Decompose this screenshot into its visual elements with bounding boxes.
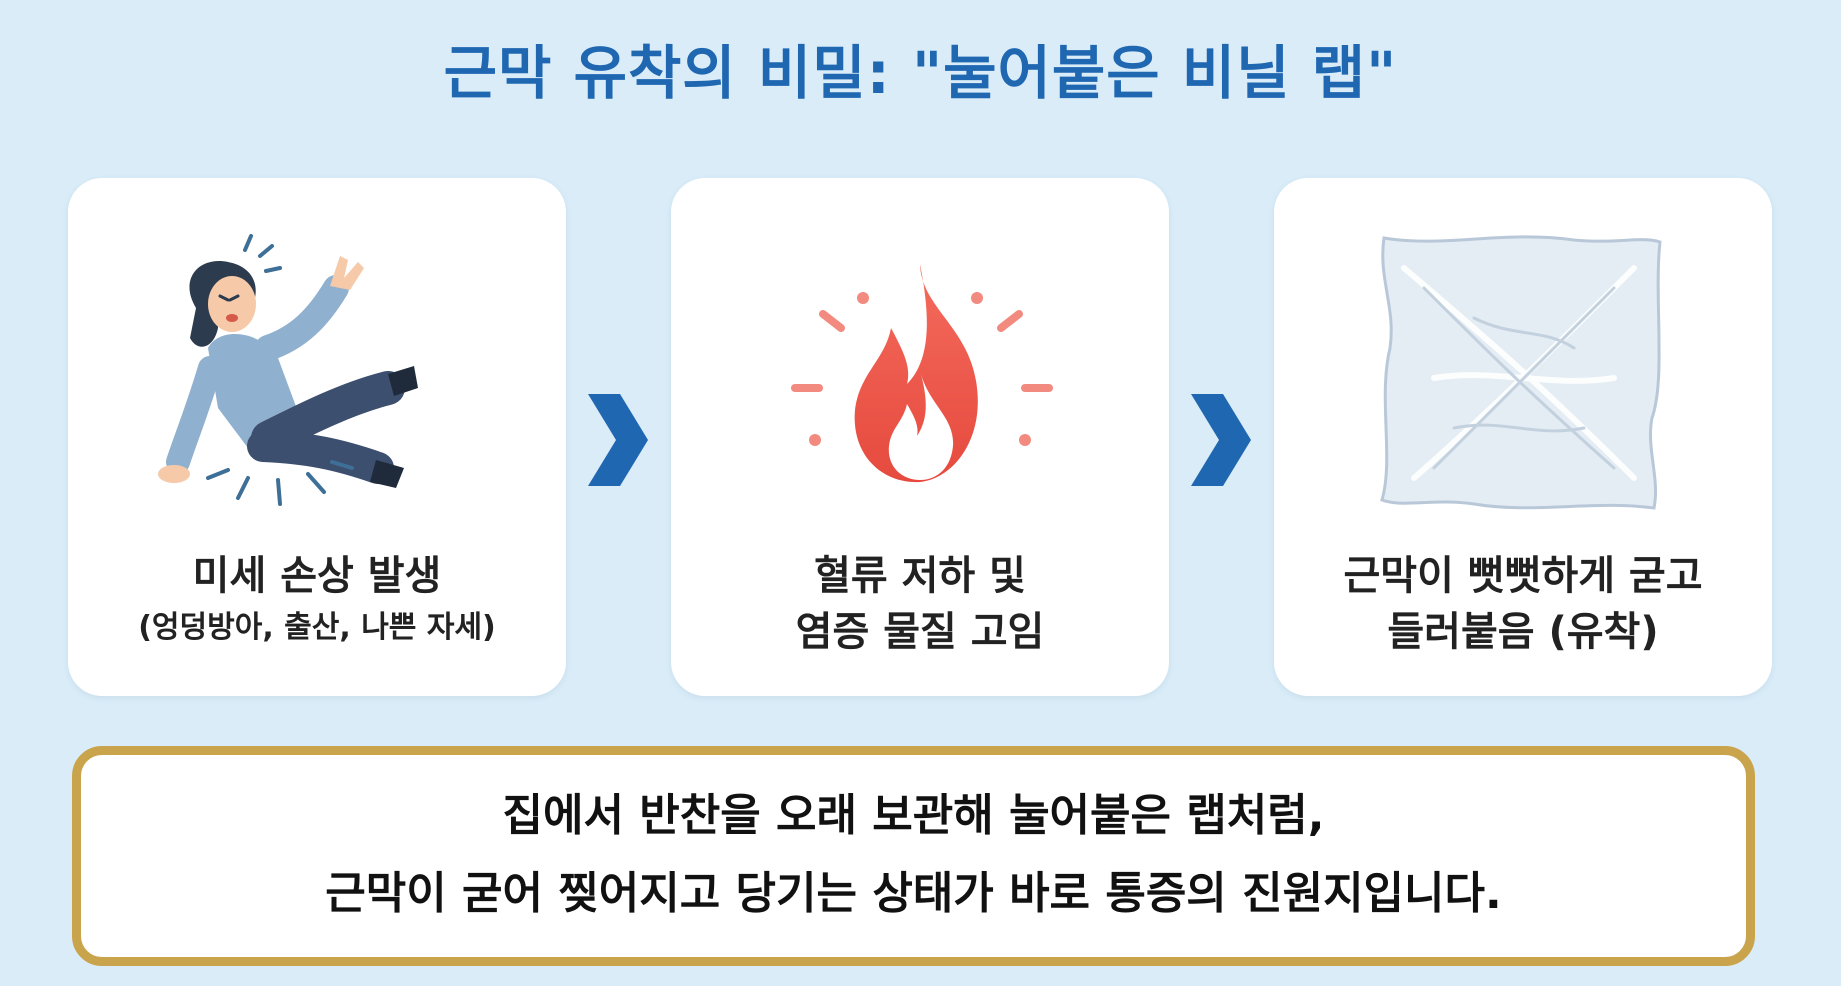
summary-line-2: 근막이 굳어 찢어지고 당기는 상태가 바로 통증의 진원지입니다.: [325, 868, 1502, 919]
chevron-right-icon: [588, 394, 648, 486]
step-subtitle: (엉덩방아, 출산, 나쁜 자세): [138, 610, 496, 645]
chevron-right-icon: [1191, 394, 1251, 486]
step-card-adhesion: 근막이 뻣뻣하게 굳고 들러붙음 (유착): [1274, 178, 1772, 696]
plastic-wrap-icon: [1380, 235, 1662, 510]
step-caption: 혈류 저하 및 염증 물질 고임: [671, 548, 1169, 660]
step-title: 미세 손상 발생: [192, 553, 442, 599]
summary-line-1: 집에서 반찬을 오래 보관해 눌어붙은 랩처럼,: [502, 790, 1325, 841]
person-falling-icon: [158, 234, 418, 506]
summary-banner: 집에서 반찬을 오래 보관해 눌어붙은 랩처럼, 근막이 굳어 찢어지고 당기는…: [72, 746, 1755, 966]
step-subtitle: 염증 물질 고임: [795, 609, 1045, 655]
fire-icon: [791, 264, 1053, 483]
step-caption: 근막이 뻣뻣하게 굳고 들러붙음 (유착): [1274, 548, 1772, 660]
step-title: 근막이 뻣뻣하게 굳고: [1343, 553, 1703, 599]
step-card-injury: 미세 손상 발생 (엉덩방아, 출산, 나쁜 자세): [68, 178, 566, 696]
page-title: 근막 유착의 비밀: "눌어붙은 비닐 랩": [443, 39, 1398, 107]
step-title: 혈류 저하 및: [814, 553, 1026, 599]
step-card-inflammation: 혈류 저하 및 염증 물질 고임: [671, 178, 1169, 696]
step-subtitle: 들러붙음 (유착): [1387, 609, 1659, 655]
step-caption: 미세 손상 발생 (엉덩방아, 출산, 나쁜 자세): [68, 548, 566, 652]
